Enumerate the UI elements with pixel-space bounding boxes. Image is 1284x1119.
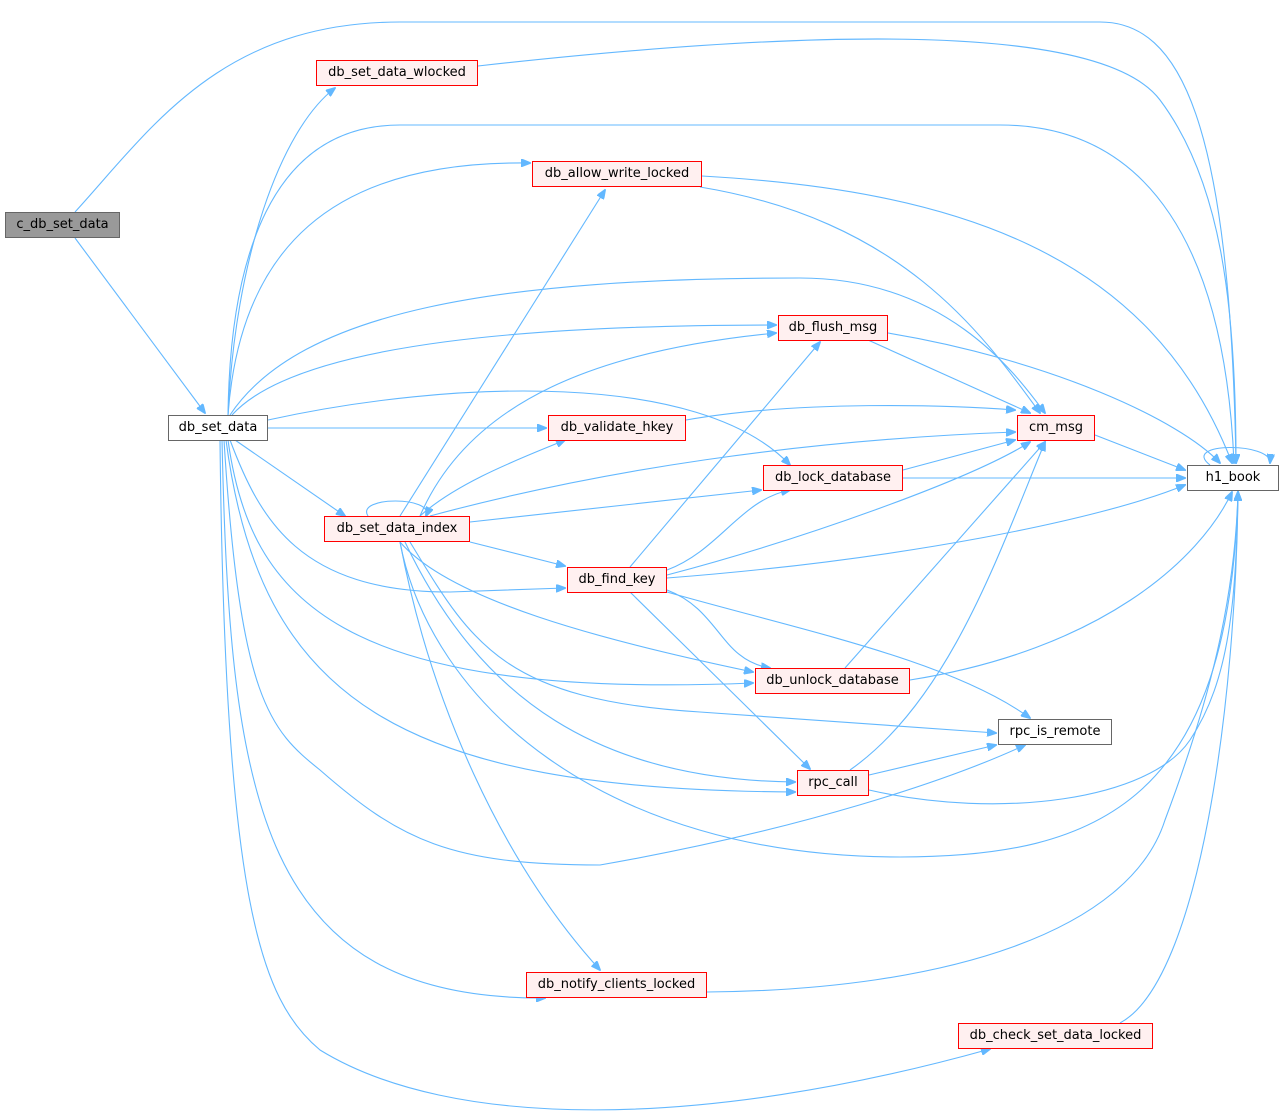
edge-db_set_data-db_find_key: [229, 439, 565, 593]
node-db_check_set_data_locked[interactable]: db_check_set_data_locked: [958, 1023, 1153, 1049]
edge-db_flush_msg-h1_book: [887, 332, 1220, 463]
node-db_validate_hkey[interactable]: db_validate_hkey: [548, 415, 686, 441]
edge-rpc_call-cm_msg: [849, 442, 1045, 771]
edge-c_db_set_data-db_set_data: [74, 237, 205, 413]
edge-db_set_data_index-db_notify_clients_locked: [399, 541, 600, 970]
node-db_unlock_database[interactable]: db_unlock_database: [755, 668, 910, 694]
edge-db_set_data_wlocked-h1_book: [477, 38, 1236, 463]
edge-db_set_data-db_notify_clients_locked: [221, 439, 545, 998]
edge-rpc_call-h1_book: [868, 492, 1238, 805]
edge-db_set_data_index-db_flush_msg: [419, 333, 776, 517]
node-db_notify_clients_locked[interactable]: db_notify_clients_locked: [526, 972, 707, 998]
edge-db_set_data-db_check_set_data_locked: [219, 439, 990, 1111]
node-db_set_data_index[interactable]: db_set_data_index: [324, 516, 470, 542]
edge-db_set_data-db_allow_write_locked: [227, 163, 530, 416]
edge-db_find_key-rpc_call: [629, 591, 810, 769]
edge-db_find_key-h1_book: [666, 485, 1185, 579]
edge-db_find_key-rpc_is_remote: [666, 591, 1030, 718]
edge-db_unlock_database-cm_msg: [844, 442, 1045, 669]
node-db_flush_msg[interactable]: db_flush_msg: [778, 315, 888, 341]
node-db_allow_write_locked[interactable]: db_allow_write_locked: [532, 161, 702, 187]
edge-db_allow_write_locked-h1_book: [701, 175, 1232, 463]
node-db_set_data[interactable]: db_set_data: [168, 415, 268, 441]
edge-db_set_data_index-db_validate_hkey: [419, 440, 565, 517]
edge-db_set_data-db_lock_database: [267, 390, 790, 465]
edge-db_notify_clients_locked-h1_book: [706, 492, 1238, 993]
edge-db_set_data_index-cm_msg: [429, 432, 1015, 517]
edge-db_validate_hkey-cm_msg: [685, 405, 1015, 421]
node-rpc_call[interactable]: rpc_call: [797, 770, 869, 796]
node-db_lock_database[interactable]: db_lock_database: [763, 465, 903, 491]
edge-db_set_data-rpc_is_remote: [223, 439, 1025, 866]
edge-db_set_data-cm_msg: [229, 277, 1045, 416]
edge-db_allow_write_locked-cm_msg: [699, 186, 1040, 413]
node-cm_msg[interactable]: cm_msg: [1017, 415, 1095, 441]
edge-db_set_data_index-self: [366, 500, 427, 516]
edge-db_flush_msg-cm_msg: [867, 339, 1030, 413]
node-db_set_data_wlocked[interactable]: db_set_data_wlocked: [316, 60, 478, 86]
node-db_find_key[interactable]: db_find_key: [567, 567, 667, 593]
edge-db_set_data_index-rpc_is_remote: [409, 541, 996, 733]
edge-db_set_data_index-h1_book: [399, 492, 1238, 858]
edge-db_find_key-db_unlock_database: [666, 589, 770, 668]
edge-db_check_set_data_locked-h1_book: [1119, 492, 1238, 1024]
edge-db_find_key-db_flush_msg: [629, 342, 820, 568]
edge-cm_msg-h1_book: [1094, 434, 1185, 470]
edge-db_set_data_index-db_find_key: [469, 541, 565, 566]
edge-db_set_data-db_set_data_wlocked: [227, 88, 335, 416]
node-c_db_set_data[interactable]: c_db_set_data: [5, 212, 120, 238]
edge-db_set_data-h1_book: [227, 124, 1234, 463]
edge-db_find_key-db_lock_database: [666, 490, 790, 571]
edge-h1_book-self: [1203, 446, 1270, 466]
edge-db_set_data_index-db_lock_database: [469, 490, 761, 523]
edge-db_set_data-db_unlock_database: [227, 439, 753, 685]
edge-c_db_set_data-h1_book: [74, 21, 1236, 463]
edge-db_set_data_index-rpc_call: [404, 541, 795, 782]
edge-db_set_data-rpc_call: [225, 439, 795, 792]
node-h1_book[interactable]: h1_book: [1187, 465, 1279, 491]
edge-db_unlock_database-h1_book: [909, 492, 1232, 681]
edge-db_set_data-db_flush_msg: [231, 325, 776, 416]
edge-db_set_data_index-db_allow_write_locked: [399, 190, 605, 517]
edge-db_set_data_index-db_unlock_database: [399, 541, 753, 672]
edge-db_find_key-cm_msg: [666, 442, 1030, 576]
edge-rpc_call-rpc_is_remote: [868, 745, 996, 776]
edge-db_lock_database-cm_msg: [902, 440, 1015, 471]
node-rpc_is_remote[interactable]: rpc_is_remote: [998, 719, 1112, 745]
edge-db_set_data-db_set_data_index: [234, 439, 345, 516]
